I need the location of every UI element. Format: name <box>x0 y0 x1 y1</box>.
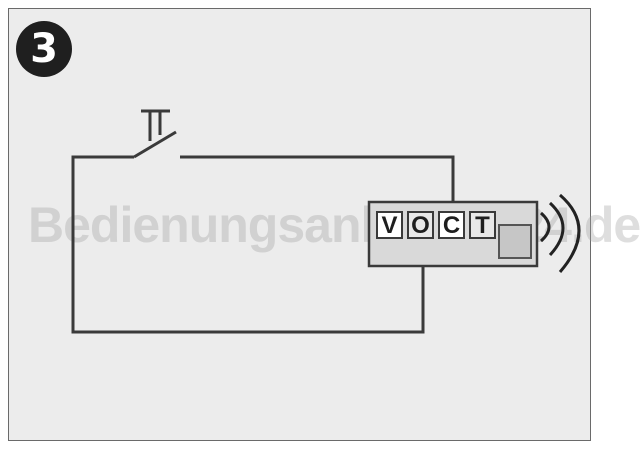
tester-key-o <box>407 211 434 239</box>
switch-contact-lever <box>133 130 177 159</box>
signal-wave-inner <box>539 211 551 243</box>
tester-key-v <box>376 211 403 239</box>
tester-display-window <box>498 224 532 259</box>
tester-key-label-c: C <box>443 212 460 239</box>
signal-wave-outer <box>558 193 581 273</box>
signal-wave-middle <box>548 201 565 257</box>
signal-waves-icon <box>539 193 581 273</box>
push-button-switch <box>133 109 177 159</box>
tester-key-c <box>438 211 465 239</box>
tester-key-label-t: T <box>475 212 490 239</box>
tester-key-label-o: O <box>411 212 430 239</box>
tester-key-t <box>469 211 496 239</box>
step-number-badge: 3 <box>16 21 72 77</box>
tester-key-label-v: V <box>381 212 397 239</box>
wire-left-loop <box>71 155 425 334</box>
